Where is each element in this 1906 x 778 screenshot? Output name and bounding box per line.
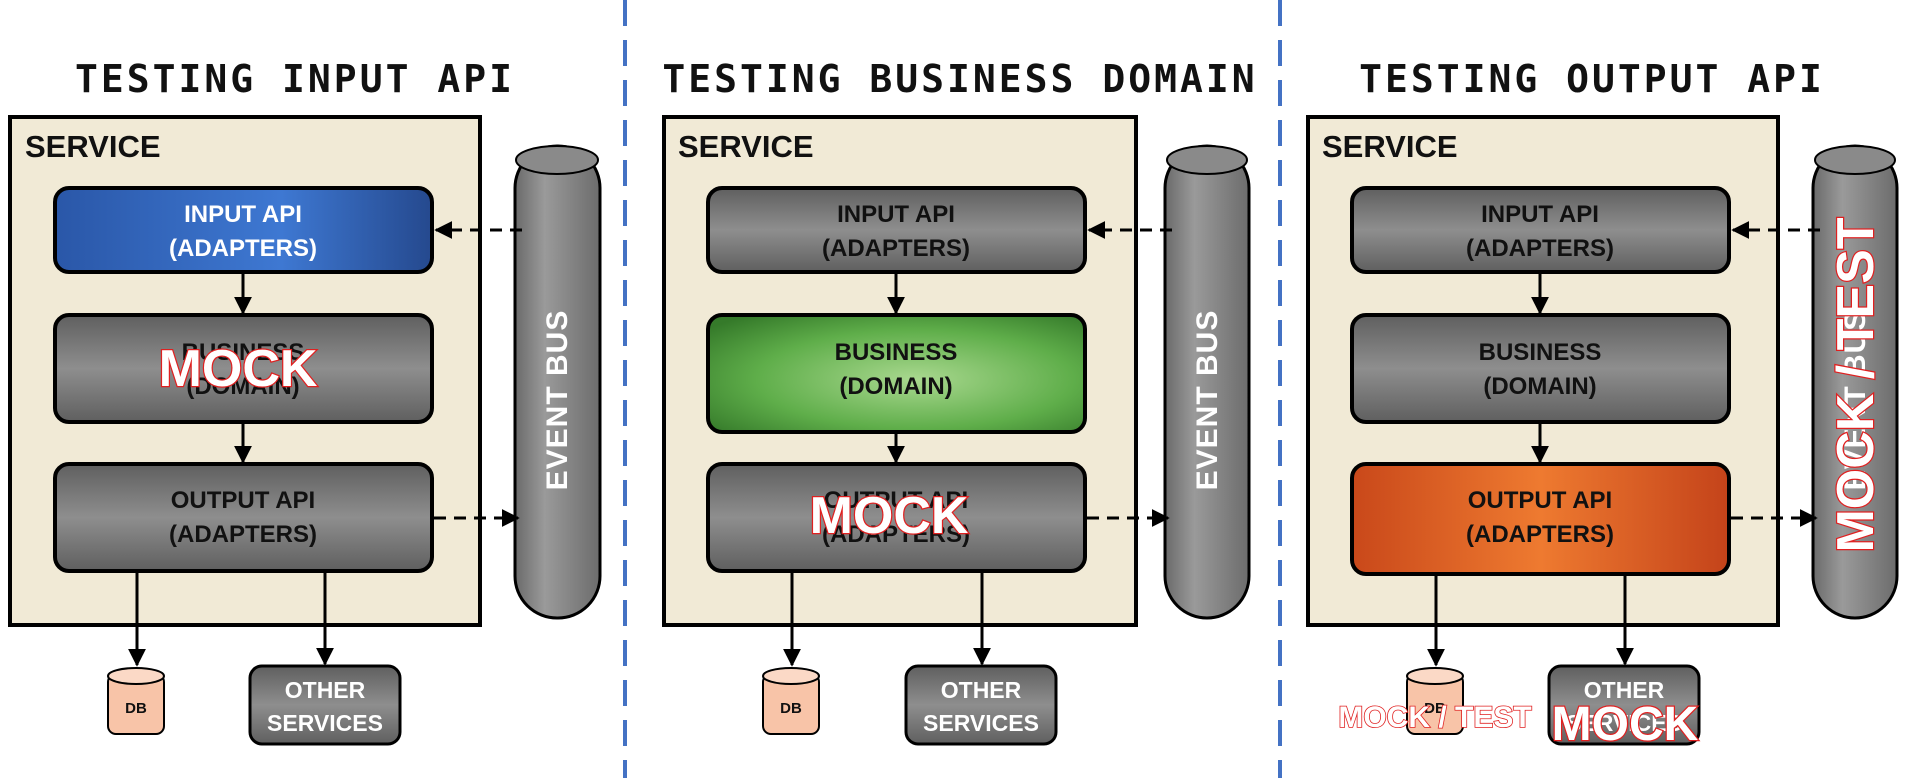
output-api-label: OUTPUT API	[824, 487, 968, 514]
input-api-sublabel: (ADAPTERS)	[822, 235, 970, 262]
output-api-sublabel: (ADAPTERS)	[169, 521, 317, 548]
input-api-label: INPUT API	[184, 201, 302, 228]
business-sublabel: (DOMAIN)	[186, 373, 299, 400]
other-services-sublabel: SERVICES	[923, 710, 1039, 736]
mock-test-label-db: MOCK / TEST	[1338, 701, 1531, 734]
mock-label-other-services: MOCK	[1552, 698, 1699, 751]
other-services-label: OTHER	[941, 677, 1022, 703]
db-label: DB	[125, 700, 147, 717]
event-bus: EVENT BUS MOCK / TEST	[1811, 144, 1899, 620]
other-services-sublabel: SERVICES	[267, 710, 383, 736]
output-api-label: OUTPUT API	[1468, 487, 1612, 514]
panel-output-api: TESTING OUTPUT API SERVICE EVENT BUS MOC…	[1306, 57, 1899, 752]
input-api-label: INPUT API	[837, 201, 955, 228]
business-label: BUSINESS	[182, 339, 305, 366]
service-label: SERVICE	[1322, 129, 1458, 164]
db-label: DB	[780, 700, 802, 717]
panel-input-api: TESTING INPUT API SERVICE EVENT BUS INPU…	[8, 57, 602, 746]
panel-business-domain: TESTING BUSINESS DOMAIN SERVICE EVENT BU…	[662, 57, 1257, 746]
other-services-sublabel: SERVICES	[1566, 710, 1682, 736]
business-label: BUSINESS	[1479, 339, 1602, 366]
business-box	[1350, 313, 1731, 424]
panel-title: TESTING OUTPUT API	[1359, 57, 1825, 101]
output-api-sublabel: (ADAPTERS)	[1466, 521, 1614, 548]
business-label: BUSINESS	[835, 339, 958, 366]
db-cylinder: DB	[1406, 667, 1464, 735]
input-api-sublabel: (ADAPTERS)	[169, 235, 317, 262]
other-services-box: OTHER SERVICES	[904, 664, 1058, 746]
other-services-label: OTHER	[1584, 677, 1665, 703]
input-api-sublabel: (ADAPTERS)	[1466, 235, 1614, 262]
db-label: DB	[1424, 700, 1446, 717]
service-label: SERVICE	[678, 129, 814, 164]
other-services-box: OTHER SERVICES	[248, 664, 402, 746]
input-api-label: INPUT API	[1481, 201, 1599, 228]
output-api-box	[706, 462, 1087, 573]
mock-label-output: MOCK	[810, 487, 969, 545]
business-sublabel: (DOMAIN)	[1483, 373, 1596, 400]
event-bus-label: EVENT BUS	[1839, 310, 1872, 491]
event-bus: EVENT BUS	[513, 144, 602, 620]
event-bus-label: EVENT BUS	[1191, 310, 1224, 491]
mock-label-business: MOCK	[159, 340, 318, 398]
panel-title: TESTING BUSINESS DOMAIN	[662, 57, 1257, 101]
service-label: SERVICE	[25, 129, 161, 164]
event-bus-label: EVENT BUS	[541, 310, 574, 491]
other-services-label: OTHER	[285, 677, 366, 703]
mock-test-label-bus: MOCK / TEST	[1827, 217, 1885, 552]
event-bus: EVENT BUS	[1163, 144, 1251, 620]
output-api-box	[53, 462, 434, 573]
business-sublabel: (DOMAIN)	[839, 373, 952, 400]
db-cylinder: DB	[107, 667, 165, 735]
other-services-box: OTHER SERVICES	[1547, 664, 1701, 746]
output-api-label: OUTPUT API	[171, 487, 315, 514]
output-api-sublabel: (ADAPTERS)	[822, 521, 970, 548]
panel-title: TESTING INPUT API	[75, 57, 515, 101]
db-cylinder: DB	[762, 667, 820, 735]
output-api-box	[1350, 462, 1731, 576]
